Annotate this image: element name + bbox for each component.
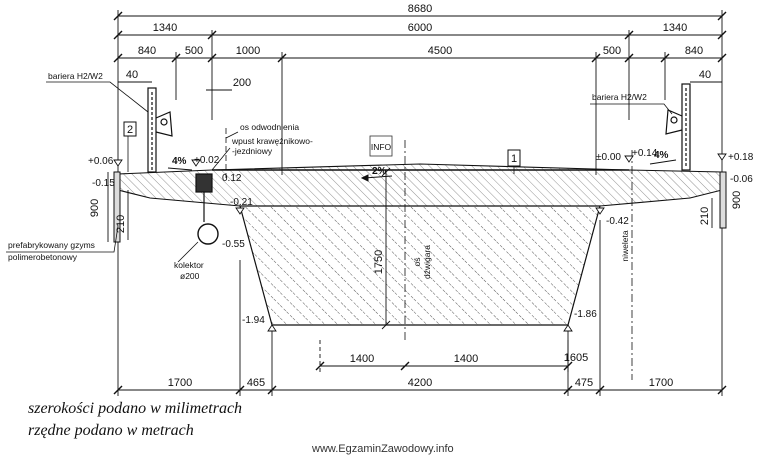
slope-right: 4% <box>654 150 669 161</box>
level-minus-194: -1.94 <box>242 315 265 326</box>
element-tags <box>123 121 521 167</box>
note-widths-mm: szerokości podano w milimetrach <box>28 400 243 417</box>
label-collector-line2: ø200 <box>180 271 200 281</box>
dim-left-40: 40 <box>126 69 138 81</box>
level-plus-006: +0.06 <box>88 156 114 167</box>
leader-lines <box>6 81 673 263</box>
dim-right-cantilever: 1340 <box>663 22 687 34</box>
label-collector-line1: kolektor <box>174 260 204 270</box>
dim-mid-4500: 4500 <box>428 45 452 57</box>
dim-left-900: 900 <box>89 199 101 217</box>
level-minus-015: -0.15 <box>92 178 115 189</box>
label-barrier-right: bariera H2/W2 <box>592 92 647 102</box>
slope-left: 4% <box>172 156 187 167</box>
dim-total-8680: 8680 <box>408 3 432 15</box>
dim-bottom-left-1700: 1700 <box>168 377 192 389</box>
dim-right-900: 900 <box>731 191 743 209</box>
dim-left-1000: 1000 <box>236 45 260 57</box>
tag-2: 2 <box>127 124 133 136</box>
dim-left-200: 200 <box>233 77 251 89</box>
label-curb-inlet-line1: wpust krawężnikowo- <box>231 136 313 146</box>
label-grade-line: niweleta <box>620 230 630 261</box>
left-vertical-dims <box>107 172 721 242</box>
dim-bottom-1605: 1605 <box>564 352 588 364</box>
left-barrier-icon <box>147 87 173 173</box>
depth-dimension <box>381 167 391 330</box>
deck-slab <box>117 163 723 207</box>
right-barrier-icon <box>665 83 691 171</box>
dim-middle-6000: 6000 <box>408 22 432 34</box>
level-plus-002: +0.02 <box>194 155 220 166</box>
left-cornice <box>113 171 121 243</box>
dim-bottom-1400-a: 1400 <box>350 353 374 365</box>
dim-bottom-right-1700: 1700 <box>649 377 673 389</box>
label-barrier-left: bariera H2/W2 <box>48 71 103 81</box>
curb-inlet-icon <box>195 173 213 222</box>
level-minus-055: -0.55 <box>222 239 245 250</box>
collector-pipe-icon <box>197 223 219 245</box>
level-minus-021: -0.21 <box>230 197 253 208</box>
note-levels-m: rzędne podano w metrach <box>28 422 194 439</box>
dim-bottom-left-465: 465 <box>247 377 265 389</box>
level-plus-014: +0.14 <box>632 148 658 159</box>
dim-left-210: 210 <box>115 215 127 233</box>
bottom-dimension-lines <box>113 220 727 396</box>
info-stamp-text: INFO <box>371 142 392 152</box>
level-012: 0.12 <box>222 173 242 184</box>
top-dimension-lines <box>113 10 727 175</box>
level-markers <box>113 153 727 332</box>
label-cornice-line1: prefabrykowany gzyms <box>8 240 95 250</box>
label-girder-axis-line1: oś <box>412 258 422 267</box>
label-drainage-axis: os odwodnienia <box>240 122 299 132</box>
level-minus-186: -1.86 <box>574 309 597 320</box>
label-cornice-line2: polimerobetonowy <box>8 252 78 262</box>
dim-bottom-1400-b: 1400 <box>454 353 478 365</box>
label-girder-axis-line2: dźwigara <box>422 245 432 279</box>
dim-right-40: 40 <box>699 69 711 81</box>
level-minus-006: -0.06 <box>730 174 753 185</box>
right-cornice <box>719 171 727 229</box>
info-stamp-icon <box>369 135 393 157</box>
level-minus-042: -0.42 <box>606 216 629 227</box>
level-plus-018: +0.18 <box>728 152 754 163</box>
tag-1: 1 <box>511 153 517 165</box>
label-curb-inlet-line2: -jezdniowy <box>232 146 273 156</box>
level-plus-minus-000: ±0.00 <box>596 152 621 163</box>
dim-left-cantilever: 1340 <box>153 22 177 34</box>
dim-bottom-right-475: 475 <box>575 377 593 389</box>
dim-left-840: 840 <box>138 45 156 57</box>
slope-center: 2% <box>372 166 387 177</box>
watermark: www.EgzaminZawodowy.info <box>312 443 454 455</box>
dim-right-500: 500 <box>603 45 621 57</box>
dim-depth-1750: 1750 <box>373 250 385 274</box>
slope-arrows <box>167 159 677 182</box>
dim-right-210: 210 <box>699 207 711 225</box>
dim-bottom-mid-4200: 4200 <box>408 377 432 389</box>
dim-left-500: 500 <box>185 45 203 57</box>
dim-right-840: 840 <box>685 45 703 57</box>
